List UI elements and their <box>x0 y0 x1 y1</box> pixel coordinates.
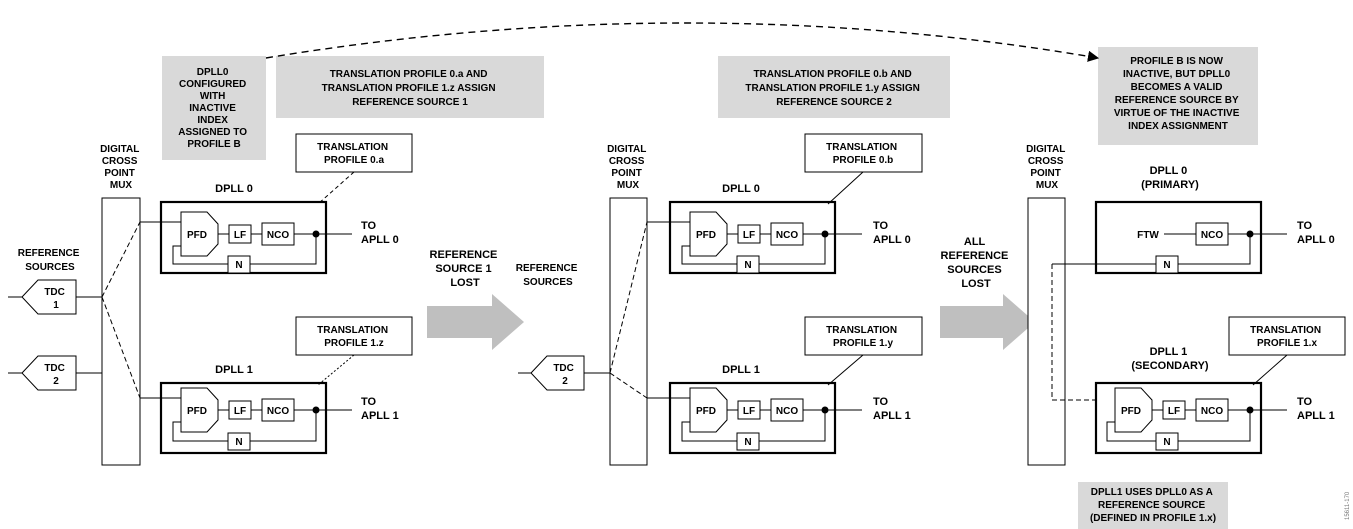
stage3-dpll0-n <box>1155 255 1179 274</box>
transition1-label: REFERENCE SOURCE 1 LOST <box>430 249 501 289</box>
stage1-to-apll1: TO APLL 1 <box>361 396 399 422</box>
figure-id: 15611-170 <box>1345 491 1351 520</box>
stage3-dpll1-feedback <box>1106 410 1251 442</box>
stage2-dpll1-n-label: N <box>744 437 751 448</box>
stage2-dpll1-n <box>736 432 760 451</box>
stage2-profile-top: TRANSLATION PROFILE 0.b <box>826 142 900 166</box>
stage2-dpll1-nco-label: NCO <box>776 406 798 417</box>
stage1-to-apll0: TO APLL 0 <box>361 220 399 246</box>
stage3-dpll0-ftw-label: FTW <box>1137 230 1159 241</box>
stage2-to-apll1: TO APLL 1 <box>873 396 911 422</box>
stage1-dpll0-pfd-label: PFD <box>187 230 207 241</box>
stage3-dpll1-title: DPLL 1 (SECONDARY) <box>1131 346 1209 372</box>
stage1-dpll1-lf-label: LF <box>234 406 246 417</box>
stage2-dpll1-title: DPLL 1 <box>722 364 760 376</box>
stage1-dpll1-pfd-label: PFD <box>187 406 207 417</box>
stage1-profile-bottom-box <box>295 316 413 356</box>
stage1-dpll0-title: DPLL 0 <box>215 183 253 195</box>
stage2-dpll0-n-label: N <box>744 260 751 271</box>
stage2-dpll0-nco-label: NCO <box>776 230 798 241</box>
stage2-mux-label: DIGITAL CROSS POINT MUX <box>607 144 649 191</box>
stage2-dpll1-pfd <box>689 387 728 433</box>
stage3-profile-bottom-leader <box>1252 354 1288 386</box>
stage2-tdc2-label: TDC 2 <box>553 363 576 387</box>
stage2-profile-bottom: TRANSLATION PROFILE 1.y <box>826 325 900 349</box>
stage2-dpll0-n <box>736 255 760 274</box>
stage2-dpll1-feedback <box>681 410 826 442</box>
stage1-tdc2-label: TDC 2 <box>44 363 67 387</box>
stage2-dpll0-pfd-label: PFD <box>696 230 716 241</box>
stage3-dpll0-nco-label: NCO <box>1201 230 1223 241</box>
stage1-dpll1-nco-label: NCO <box>267 406 289 417</box>
note-stage3-dpll1-box <box>1078 482 1228 529</box>
stage2-to-apll0: TO APLL 0 <box>873 220 911 246</box>
stage2-profile-bottom-box <box>804 316 923 356</box>
note-stage1-profiles: TRANSLATION PROFILE 0.a AND TRANSLATION … <box>322 69 499 108</box>
stage2-dpll0-lf-label: LF <box>743 230 755 241</box>
note-stage3-profile-b-box <box>1098 47 1258 145</box>
stage3-dpll0-n-label: N <box>1163 260 1170 271</box>
stage2-dpll1-pfd-label: PFD <box>696 406 716 417</box>
stage1-dpll1-title: DPLL 1 <box>215 364 253 376</box>
stage3-dpll1-lf-label: LF <box>1168 406 1180 417</box>
stage3-profile-bottom: TRANSLATION PROFILE 1.x <box>1250 325 1324 349</box>
stage3-profile-bottom-box <box>1228 316 1346 356</box>
stage1-dpll1-n <box>227 432 251 451</box>
note-stage1-profiles-box <box>276 56 544 118</box>
stage1-profile-bottom: TRANSLATION PROFILE 1.z <box>317 325 391 349</box>
stage1-mux-label: DIGITAL CROSS POINT MUX <box>100 144 142 191</box>
stage1-tdc1-label: TDC 1 <box>44 287 67 311</box>
note-stage2-profiles: TRANSLATION PROFILE 0.b AND TRANSLATION … <box>745 69 922 108</box>
stage1-dpll0-lf-label: LF <box>234 230 246 241</box>
stage1-profile-top-box <box>295 133 413 173</box>
stage2-dpll0-pfd <box>689 211 728 257</box>
stage2-dpll0-title: DPLL 0 <box>722 183 760 195</box>
note-stage2-profiles-box <box>718 56 950 118</box>
transition2-arrow <box>940 294 1035 350</box>
stage2-mux-box <box>609 197 648 466</box>
note-stage3-dpll1: DPLL1 USES DPLL0 AS A REFERENCE SOURCE (… <box>1090 487 1216 524</box>
stage1-dpll1-pfd <box>180 387 219 433</box>
stage1-dpll1-n-label: N <box>235 437 242 448</box>
stage2-mux-routing <box>609 221 648 399</box>
stage1-dpll0-nco-label: NCO <box>267 230 289 241</box>
stage2-profile-top-box <box>804 133 923 173</box>
stage3-dpll0-feedback <box>1052 234 1251 265</box>
transition2-label: ALL REFERENCE SOURCES LOST <box>941 236 1012 290</box>
stage2-dpll1-lf-label: LF <box>743 406 755 417</box>
stage3-mux-label: DIGITAL CROSS POINT MUX <box>1026 144 1068 191</box>
stage3-to-apll0: TO APLL 0 <box>1297 220 1335 246</box>
stage3-mux-box <box>1027 197 1066 466</box>
stage2-profile-top-leader <box>827 171 864 205</box>
stage1-profile-bottom-leader <box>317 354 355 386</box>
stage3-dpll1-pfd <box>1114 387 1153 433</box>
stage3-dpll1-n <box>1155 432 1179 451</box>
stage1-mux-box <box>101 197 141 466</box>
note-dpll0-inactive-index: DPLL0 CONFIGURED WITH INACTIVE INDEX ASS… <box>178 67 250 150</box>
stage3-dpll0-title: DPLL 0 (PRIMARY) <box>1141 165 1199 191</box>
note-stage3-profile-b: PROFILE B IS NOW INACTIVE, BUT DPLL0 BEC… <box>1114 56 1242 132</box>
stage1-dpll0-pfd <box>180 211 219 257</box>
stage2-profile-bottom-leader <box>827 354 864 386</box>
stage3-dpll0-to-dpll1-route <box>1051 264 1115 401</box>
stage1-dpll1-feedback <box>172 410 317 442</box>
stage1-dpll0-n-label: N <box>235 260 242 271</box>
note-dpll0-inactive-index-box <box>162 56 266 160</box>
stage1-reference-sources-label: REFERENCE SOURCES <box>18 248 82 273</box>
stage3-dpll1-pfd-label: PFD <box>1121 406 1141 417</box>
transition1-arrow <box>427 294 524 350</box>
dashed-arc-arrow <box>265 22 1100 62</box>
stage1-profile-top-leader <box>317 171 355 205</box>
stage3-to-apll1: TO APLL 1 <box>1297 396 1335 422</box>
stage1-profile-top: TRANSLATION PROFILE 0.a <box>317 142 391 166</box>
stage1-dpll0-n <box>227 255 251 274</box>
stage2-reference-sources-label: REFERENCE SOURCES <box>516 263 580 288</box>
stage1-mux-routing <box>101 221 141 399</box>
stage2-dpll0-feedback <box>681 234 826 265</box>
stage1-dpll0-feedback <box>172 234 317 265</box>
stage3-dpll1-nco-label: NCO <box>1201 406 1223 417</box>
stage3-dpll1-n-label: N <box>1163 437 1170 448</box>
